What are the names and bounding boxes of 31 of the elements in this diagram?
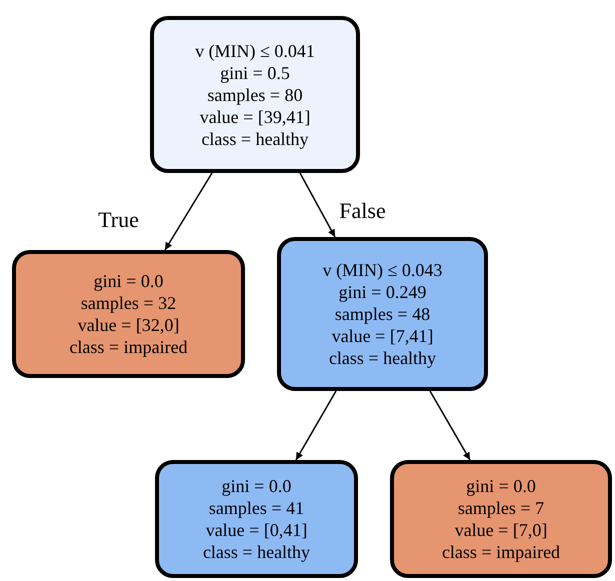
node-text: samples = 48	[334, 303, 430, 325]
node-text: gini = 0.0	[222, 475, 292, 497]
tree-node-box	[155, 460, 358, 578]
node-text: gini = 0.0	[94, 270, 164, 292]
node-text: value = [39,41]	[200, 106, 310, 128]
arrow	[299, 172, 336, 238]
node-text: value = [0,41]	[206, 519, 308, 541]
node-text: gini = 0.0	[466, 475, 536, 497]
tree-node-box	[277, 237, 488, 391]
node-text: samples = 32	[80, 292, 176, 314]
node-text: gini = 0.249	[338, 281, 426, 303]
tree-node-box	[12, 250, 245, 378]
node-text: class = healthy	[328, 347, 436, 369]
node-text: class = healthy	[201, 128, 309, 150]
node-text: class = impaired	[69, 336, 188, 358]
arrow	[295, 390, 337, 460]
node-text: v (MIN) ≤ 0.041	[195, 40, 315, 62]
node-text: v (MIN) ≤ 0.043	[322, 259, 442, 281]
node-text: samples = 80	[207, 84, 303, 106]
tree-node-box	[390, 460, 612, 578]
node-text: value = [7,0]	[454, 519, 548, 541]
arrow	[164, 172, 213, 250]
node-text: value = [32,0]	[78, 314, 180, 336]
arrow	[429, 390, 471, 460]
node-text: gini = 0.5	[220, 62, 290, 84]
node-text: samples = 41	[208, 497, 304, 519]
node-text: class = impaired	[442, 541, 560, 563]
node-text: class = healthy	[202, 541, 310, 563]
node-text: samples = 7	[458, 497, 544, 519]
tree-node-box	[150, 16, 360, 173]
node-text: value = [7,41]	[332, 325, 434, 347]
